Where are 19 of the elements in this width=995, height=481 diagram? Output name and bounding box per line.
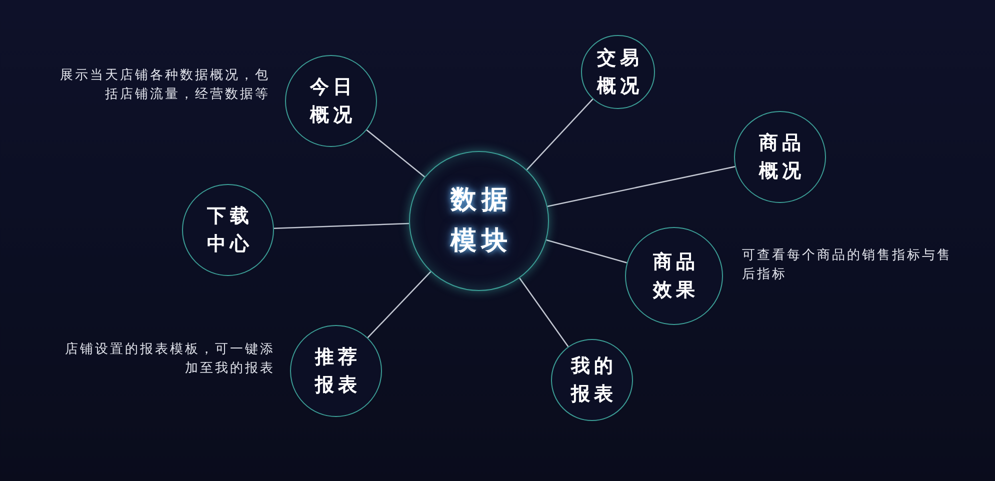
topic-title: 我的报表 xyxy=(570,354,618,407)
connector-line xyxy=(546,239,627,264)
description-text: 展示当天店铺各种数据概况，包括店铺流量，经营数据等 xyxy=(59,67,270,104)
topic-title: 商品效果 xyxy=(652,250,700,303)
topic-title: 交易概况 xyxy=(596,46,644,99)
connector-line xyxy=(367,271,432,338)
connector-line xyxy=(526,98,594,170)
connector-line xyxy=(366,130,425,178)
connector-line xyxy=(519,278,569,347)
connector-line xyxy=(547,166,736,208)
topic-title: 商品概况 xyxy=(758,131,806,184)
topic-title: 推荐报表 xyxy=(314,345,362,398)
topic-title: 下载中心 xyxy=(206,204,254,257)
topic-title: 今日概况 xyxy=(308,75,357,128)
hub-title: 数据模块 xyxy=(449,184,514,258)
description-text: 可查看每个商品的销售指标与售后指标 xyxy=(742,247,953,284)
connector-line xyxy=(274,222,410,230)
hub-circle xyxy=(409,151,549,291)
description-text: 店铺设置的报表模板，可一键添加至我的报表 xyxy=(64,341,275,378)
